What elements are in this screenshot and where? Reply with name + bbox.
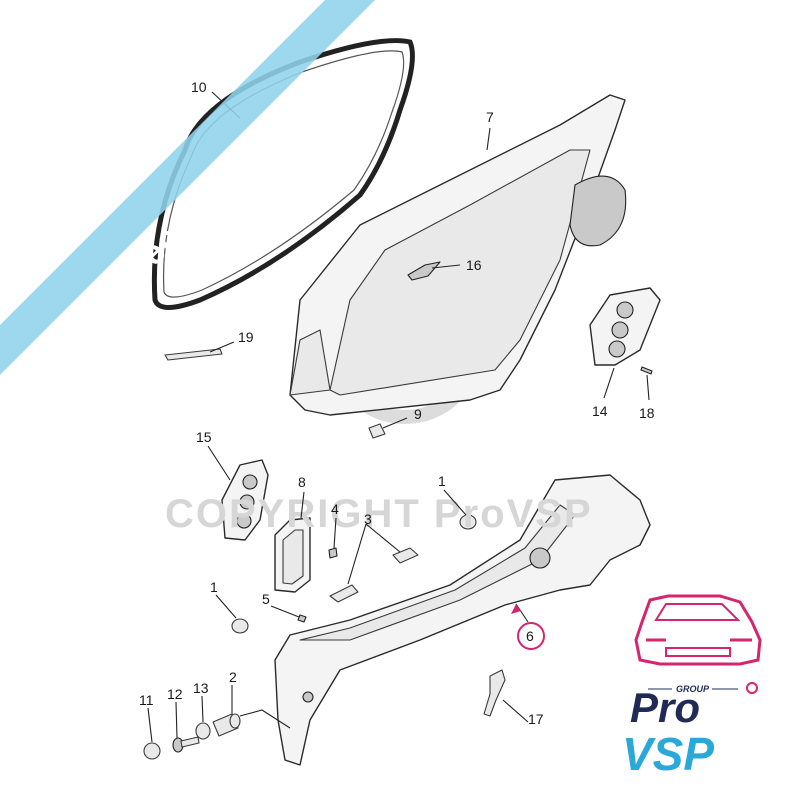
part-9-clip bbox=[368, 423, 386, 439]
copyright-watermark-text: COPYRIGHT ProVSP bbox=[165, 492, 593, 536]
part-6-bumper bbox=[274, 474, 651, 766]
part-5-screw bbox=[297, 614, 307, 623]
part-17-bracket bbox=[483, 669, 506, 717]
part-16-bracket bbox=[407, 261, 441, 281]
callout-6-highlight: 6 bbox=[517, 622, 545, 650]
callout-3: 3 bbox=[364, 511, 372, 527]
callout-1-lower: 1 bbox=[210, 579, 218, 595]
part-4-clip bbox=[328, 547, 338, 559]
callout-labels: 10 7 16 19 14 18 9 15 8 4 3 1 1 5 6 2 11… bbox=[139, 79, 655, 727]
logo-pro-text: Pro bbox=[630, 684, 700, 731]
callout-2: 2 bbox=[229, 669, 237, 685]
callout-9: 9 bbox=[414, 406, 422, 422]
callout-10: 10 bbox=[191, 79, 207, 95]
callout-7: 7 bbox=[486, 109, 494, 125]
callout-1-upper: 1 bbox=[438, 473, 446, 489]
part-3-clip-b bbox=[329, 584, 359, 603]
callout-4: 4 bbox=[331, 501, 339, 517]
callout-6: 6 bbox=[526, 628, 534, 644]
callout-12: 12 bbox=[167, 686, 183, 702]
callout-5: 5 bbox=[262, 591, 270, 607]
part-2-spacer bbox=[212, 713, 241, 737]
logo-vsp-text: VSP bbox=[622, 728, 714, 780]
callout-13: 13 bbox=[193, 680, 209, 696]
part-15-block bbox=[221, 459, 269, 541]
callout-8: 8 bbox=[298, 474, 306, 490]
car-outline-icon bbox=[634, 594, 762, 666]
part-3-clip-a bbox=[392, 547, 419, 564]
part-19-strip bbox=[164, 348, 223, 361]
provsp-logo: GROUP Pro VSP bbox=[622, 594, 762, 780]
part-6-arrow-icon bbox=[511, 604, 521, 614]
part-18-pin bbox=[640, 366, 653, 375]
part-7-door-frame bbox=[289, 94, 627, 416]
callout-16: 16 bbox=[466, 257, 482, 273]
logo-gear-icon bbox=[746, 682, 758, 694]
callout-11: 11 bbox=[139, 692, 154, 708]
part-14-block bbox=[589, 287, 661, 366]
callout-19: 19 bbox=[238, 329, 254, 345]
part-13-washer bbox=[195, 722, 211, 740]
part-12-bolt bbox=[172, 736, 200, 753]
part-1-washer-a bbox=[459, 514, 477, 530]
callout-17: 17 bbox=[528, 711, 544, 727]
part-11-nut bbox=[143, 742, 161, 760]
logo-group-text: GROUP bbox=[676, 684, 710, 694]
callout-18: 18 bbox=[639, 405, 655, 421]
part-8-panel-insert bbox=[274, 517, 311, 593]
watermark-banner-text: pro-piece-vsp.com bbox=[61, 93, 314, 346]
part-1-washer-b bbox=[231, 618, 249, 634]
callout-14: 14 bbox=[592, 403, 608, 419]
callout-15: 15 bbox=[196, 429, 212, 445]
